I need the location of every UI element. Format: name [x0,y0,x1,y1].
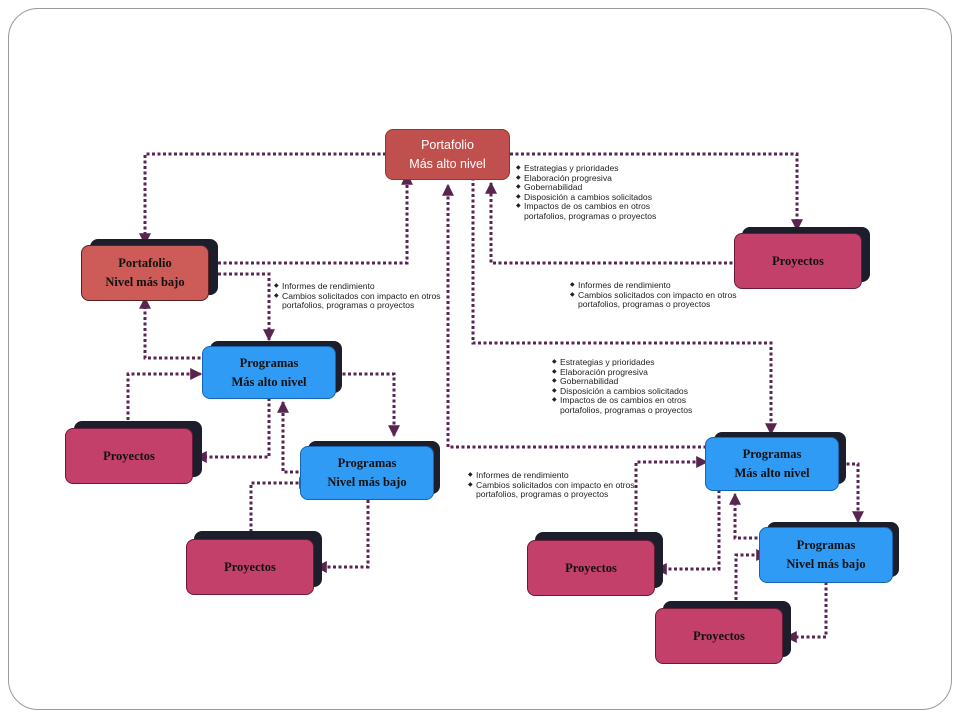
strategies-list-top: Estrategias y prioridades Elaboración pr… [516,163,686,222]
connector-programs-high-r-to-programs-low-r [841,462,864,524]
projects-label: Proyectos [224,559,276,574]
list-item: Gobernabilidad [516,183,686,193]
programs-low-line1: Programas [796,538,856,552]
programs-low-line2: Nivel más bajo [786,557,866,571]
projects-label: Proyectos [565,560,617,575]
projects-box-right[interactable]: Proyectos [734,233,862,289]
reports-list-right: Informes de rendimiento Cambios solicita… [570,280,740,310]
list-item: Cambios solicitados con impacto en otros… [570,290,740,310]
connector-programs-low-to-programs-high [277,400,304,474]
connector-portfolio-low-to-programs-high [218,272,275,342]
connector-programs-low-r-to-projects-r2 [784,582,828,643]
reports-list-bottom: Informes de rendimiento Cambios solicita… [468,470,638,500]
programs-low-line2: Nivel más bajo [327,475,407,489]
portfolio-top-line2: Más alto nivel [409,156,486,171]
programs-high-box-right[interactable]: Programas Más alto nivel [705,437,839,491]
portfolio-low-box[interactable]: Portafolio Nivel más bajo [81,245,209,301]
programs-high-line2: Más alto nivel [734,466,810,480]
programs-low-box[interactable]: Programas Nivel más bajo [300,446,434,500]
list-item: Informes de rendimiento [468,470,638,481]
projects-label: Proyectos [693,628,745,643]
portfolio-top-line1: Portafolio [421,137,474,152]
list-item: Gobernabilidad [552,377,727,387]
programs-high-line1: Programas [742,447,802,461]
list-item: Cambios solicitados con impacto en otros… [274,291,444,311]
list-item: Informes de rendimiento [570,280,740,291]
connector-programs-high-to-portfolio-low [139,296,206,360]
connector-top-to-projects-right [510,152,803,232]
portfolio-top-box[interactable]: Portafolio Más alto nivel [385,129,510,180]
list-item: Elaboración progresiva [552,367,727,378]
projects-box-left[interactable]: Proyectos [65,428,193,484]
connector-projects-left-to-programs-high [126,368,203,420]
programs-low-box-right[interactable]: Programas Nivel más bajo [759,527,893,583]
list-item: Estrategias y prioridades [552,357,727,368]
portfolio-low-line2: Nivel más bajo [105,275,185,289]
connector-top-to-portfolio-low [139,152,386,246]
programs-high-box[interactable]: Programas Más alto nivel [202,346,336,399]
projects-label: Proyectos [772,253,824,268]
connector-programs-high-right-to-top [442,183,712,449]
connector-top-to-programs-high-right [471,172,777,436]
projects-box-r1[interactable]: Proyectos [527,540,655,596]
list-item: Impactos de os cambios en otros portafol… [516,202,686,221]
connector-portfolio-low-to-top [218,172,413,265]
projects-label: Proyectos [103,448,155,463]
projects-box-r2[interactable]: Proyectos [655,608,783,664]
connector-programs-high-r-to-projects-r1 [654,490,721,575]
programs-high-line2: Más alto nivel [231,374,307,389]
connector-projects-r2-to-programs-low-r [734,549,769,600]
list-item: Disposición a cambios solicitados [516,192,686,203]
connector-programs-high-to-projects-left [194,398,271,463]
connector-projects-r1-to-programs-high-r [634,456,709,532]
connector-programs-low-r-to-programs-high-r [729,492,763,540]
list-item: Estrategias y prioridades [516,163,686,174]
programs-high-line1: Programas [239,355,299,370]
portfolio-low-line1: Portafolio [118,256,172,270]
connector-programs-high-to-programs-low [337,372,400,438]
list-item: Informes de rendimiento [274,281,444,292]
projects-box-bottom[interactable]: Proyectos [186,539,314,595]
connector-projects-bottom-to-programs-low [249,477,312,532]
list-item: Disposición a cambios solicitados [552,386,727,397]
list-item: Elaboración progresiva [516,173,686,184]
list-item: Cambios solicitados con impacto en otros… [468,480,638,500]
programs-low-line1: Programas [337,456,397,470]
strategies-list-middle: Estrategias y prioridades Elaboración pr… [552,357,727,416]
list-item: Impactos de os cambios en otros portafol… [552,396,727,415]
connector-programs-low-to-projects-bottom [314,500,370,573]
reports-list-left: Informes de rendimiento Cambios solicita… [274,281,444,311]
